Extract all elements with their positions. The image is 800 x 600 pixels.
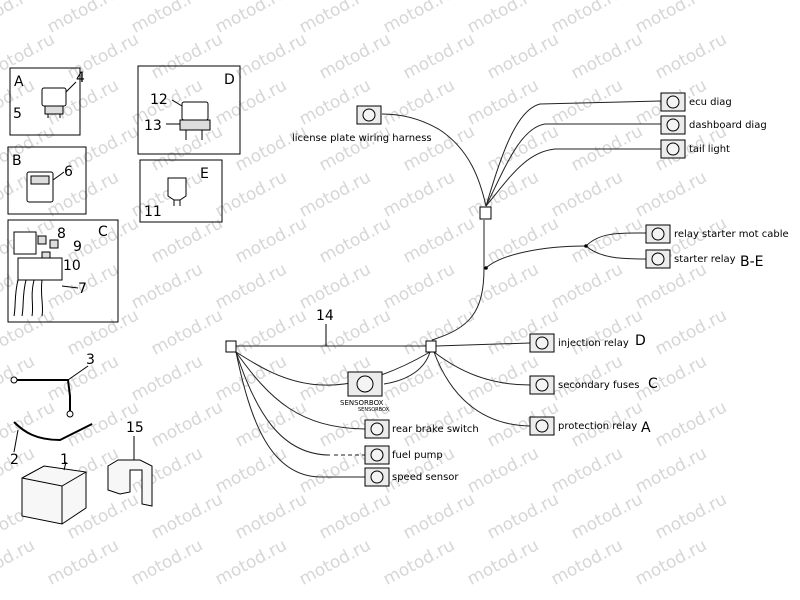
- harness-label-14: 14: [316, 308, 334, 324]
- fuse-box-part-icon: [13, 231, 79, 317]
- box-c-num-9: 9: [73, 239, 82, 255]
- injection-relay-label: injection relay: [558, 338, 629, 349]
- rear-brake-switch-label: rear brake switch: [392, 424, 479, 435]
- box-a-num-5: 5: [13, 106, 22, 122]
- box-a-num-4: 4: [76, 70, 85, 86]
- sensorbox-label: SENSORBOX: [340, 399, 384, 407]
- connector-dashboard-diag: dashboard diag: [660, 115, 767, 135]
- connector-secondary-fuses: secondary fuses C: [529, 375, 658, 395]
- connector-part-icon: [26, 171, 65, 203]
- box-d-num-12: 12: [150, 92, 168, 108]
- connector-speed-sensor: speed sensor: [364, 467, 459, 487]
- part-box-a: A 4 5: [9, 67, 85, 136]
- license-plate-label: license plate wiring harness: [292, 133, 432, 144]
- speed-sensor-label: speed sensor: [392, 472, 459, 483]
- box-c-num-7: 7: [78, 281, 87, 297]
- sensorbox-small-label: SENSORBOX: [358, 407, 390, 413]
- junction-left: [225, 340, 237, 353]
- part-num-15: 15: [126, 420, 144, 436]
- box-b-num-6: 6: [64, 164, 73, 180]
- starter-relay-label: starter relay: [674, 254, 736, 265]
- fuse-part-icon: [167, 177, 187, 206]
- battery-part: 1: [21, 452, 87, 525]
- box-e-num-11: 11: [144, 204, 162, 220]
- box-c-num-10: 10: [63, 258, 81, 274]
- connector-sensorbox: SENSORBOX SENSORBOX: [340, 371, 390, 413]
- box-c-letter: C: [98, 224, 108, 240]
- part-box-b: B 6: [7, 146, 87, 215]
- connector-rear-brake-switch: rear brake switch: [364, 419, 479, 439]
- connector-tail-light: tail light: [660, 139, 730, 159]
- secondary-fuses-ref: C: [648, 376, 658, 392]
- protection-relay-ref: A: [641, 420, 651, 436]
- box-c-num-8: 8: [57, 226, 66, 242]
- relay-starter-mot-cable-label: relay starter mot cable: [674, 229, 789, 240]
- relay-part-icon-d: [166, 99, 211, 140]
- fuel-pump-label: fuel pump: [392, 450, 443, 461]
- relay-part-icon: [41, 81, 77, 118]
- ground-cable-part: 3: [10, 352, 95, 418]
- wiring-harness: [235, 100, 662, 478]
- connector-injection-relay: injection relay D: [529, 333, 646, 353]
- connector-starter-relay: starter relay B-E: [645, 249, 764, 270]
- part-box-e: E 11: [139, 159, 223, 223]
- junction-top: [479, 206, 492, 220]
- starter-relay-ref: B-E: [740, 254, 764, 270]
- tail-light-label: tail light: [689, 144, 730, 155]
- box-e-letter: E: [200, 166, 209, 182]
- connector-license-plate: license plate wiring harness: [292, 105, 432, 144]
- connector-fuel-pump: fuel pump: [364, 445, 443, 465]
- connector-protection-relay: protection relay A: [529, 416, 651, 436]
- injection-relay-ref: D: [635, 333, 646, 349]
- secondary-fuses-label: secondary fuses: [558, 380, 639, 391]
- dashboard-diag-label: dashboard diag: [689, 120, 767, 131]
- box-b-letter: B: [12, 153, 22, 169]
- connector-ecu-diag: ecu diag: [660, 92, 732, 112]
- junction-center: [425, 340, 437, 353]
- part-num-2: 2: [10, 452, 19, 468]
- box-a-letter: A: [14, 74, 24, 90]
- box-d-num-13: 13: [144, 118, 162, 134]
- battery-cable-part: 2: [10, 421, 93, 468]
- part-box-c: C 8 9 10 7: [7, 219, 119, 323]
- part-num-1: 1: [60, 452, 69, 468]
- connector-relay-starter-mot-cable: relay starter mot cable: [645, 224, 789, 244]
- ecu-diag-label: ecu diag: [689, 97, 732, 108]
- boot-cover-part: 15: [107, 420, 153, 507]
- part-num-3: 3: [86, 352, 95, 368]
- box-d-letter: D: [224, 72, 235, 88]
- protection-relay-label: protection relay: [558, 421, 637, 432]
- part-box-d: D 12 13: [137, 65, 241, 155]
